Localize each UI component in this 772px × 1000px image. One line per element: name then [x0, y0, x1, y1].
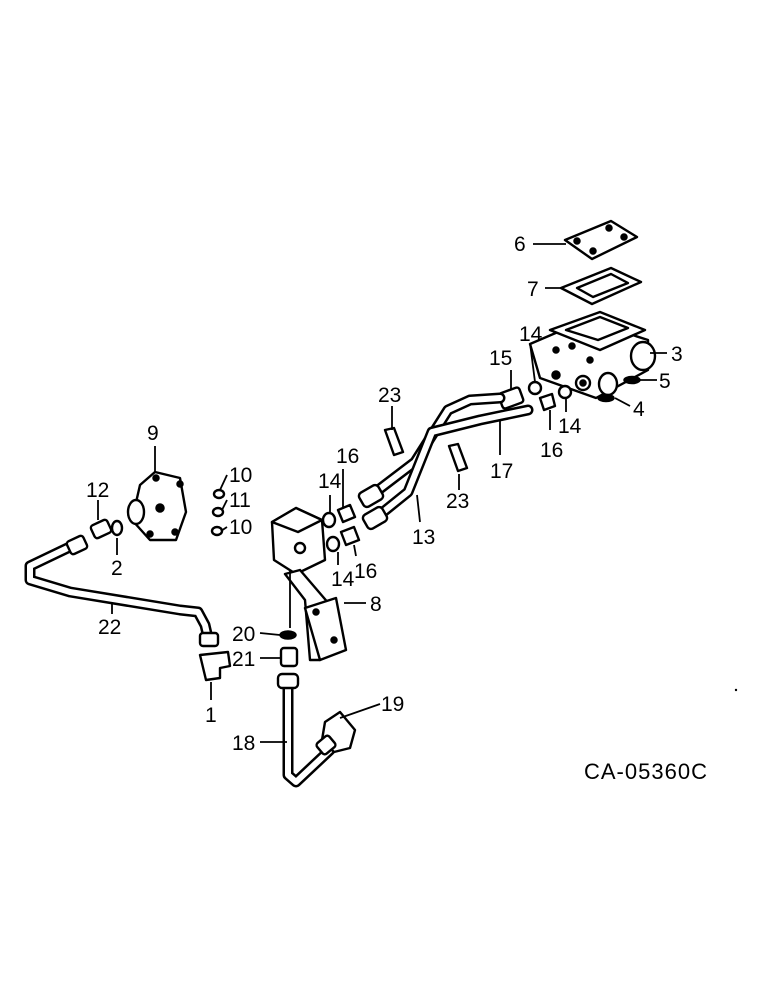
callout-10-upper: 10: [229, 464, 252, 487]
callout-14-mid: 14: [318, 470, 342, 493]
fittings-lower: [321, 503, 361, 553]
ring-10-lower: [210, 525, 224, 537]
callout-3: 3: [671, 343, 683, 366]
callout-14-right: 14: [558, 415, 582, 438]
callout-21: 21: [232, 648, 255, 671]
clip-23-left: [383, 426, 405, 457]
callout-12: 12: [86, 479, 109, 502]
o-ring-4: [597, 393, 615, 403]
drawing-number: CA-05360C: [584, 759, 708, 784]
callout-16-upper: 16: [336, 445, 359, 468]
gasket: [559, 266, 643, 306]
tube-nut-17: [361, 505, 389, 531]
callout-labels: 6 7 14 15 3 5 4 23 14 16 17 23 9 10 11 1…: [86, 233, 708, 784]
callout-14-low: 14: [331, 568, 355, 591]
callout-10-lower: 10: [229, 516, 252, 539]
callout-15: 15: [489, 347, 512, 370]
callout-16-low: 16: [354, 560, 377, 583]
callout-23-right: 23: [446, 490, 469, 513]
callout-11: 11: [229, 489, 251, 512]
callout-23-left: 23: [378, 384, 401, 407]
callout-17: 17: [490, 460, 513, 483]
callout-9: 9: [147, 422, 159, 445]
callout-20: 20: [232, 623, 255, 646]
callout-5: 5: [659, 370, 671, 393]
callout-19: 19: [381, 693, 404, 716]
fitting-21: [279, 646, 299, 668]
leader-lines: [97, 243, 667, 743]
callout-18: 18: [232, 732, 255, 755]
pump-body: [126, 470, 188, 542]
callout-7: 7: [527, 278, 539, 301]
valve-housing: [528, 310, 657, 400]
callout-1: 1: [205, 704, 217, 727]
o-ring-20: [279, 630, 297, 640]
cover-plate: [563, 219, 639, 261]
washer-2: [110, 519, 124, 537]
callout-14-top: 14: [519, 323, 543, 346]
callout-16-right: 16: [540, 439, 563, 462]
tube-nut-13: [357, 483, 385, 509]
clip-23-right: [447, 442, 469, 473]
callout-6: 6: [514, 233, 526, 256]
ring-11: [211, 506, 225, 518]
callout-22: 22: [98, 616, 121, 639]
fittings-upper: [497, 380, 573, 412]
callout-4: 4: [633, 398, 645, 421]
fitting-12: [89, 518, 113, 540]
callout-13: 13: [412, 526, 435, 549]
callout-8: 8: [370, 593, 382, 616]
ring-10-upper: [212, 488, 226, 500]
callout-2: 2: [111, 557, 123, 580]
elbow-1: [198, 650, 232, 682]
manifold-bracket: [270, 506, 348, 662]
o-ring-5: [623, 375, 641, 385]
